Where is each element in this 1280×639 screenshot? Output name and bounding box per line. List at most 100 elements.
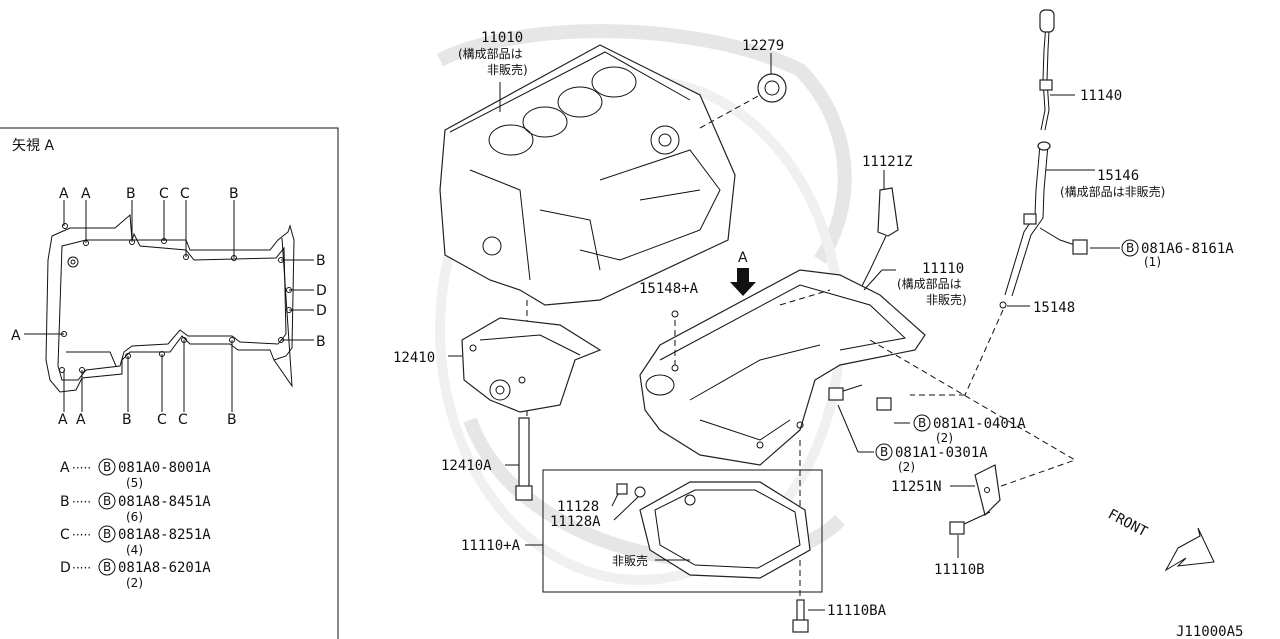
bolt-12410a bbox=[515, 417, 533, 501]
right-letter-4: B bbox=[316, 334, 326, 350]
svg-text:·····: ····· bbox=[72, 461, 91, 475]
seal-leader bbox=[699, 94, 761, 129]
top-letter-5: C bbox=[180, 186, 190, 202]
label-11010-note1: (構成部品は bbox=[458, 46, 523, 61]
svg-text:B: B bbox=[60, 494, 70, 510]
svg-text:·····: ····· bbox=[72, 495, 91, 509]
top-letter-6: B bbox=[229, 186, 239, 202]
upper-oil-pan bbox=[639, 269, 926, 466]
left-letter: A bbox=[11, 328, 21, 344]
pan-leader-top bbox=[779, 289, 831, 306]
legend-qty-c: (4) bbox=[126, 543, 143, 557]
label-11110-note2: 非販売) bbox=[926, 292, 967, 307]
label-11128: 11128 bbox=[557, 499, 599, 515]
svg-text:B: B bbox=[103, 494, 111, 508]
label-11010-note2: 非販売) bbox=[487, 62, 528, 77]
bolt-081a6 bbox=[1039, 227, 1088, 255]
bottom-letter-2: A bbox=[76, 412, 86, 428]
front-indicator bbox=[1164, 527, 1215, 572]
svg-text:B: B bbox=[103, 560, 111, 574]
label-11251n: 11251N bbox=[891, 479, 942, 495]
legend-row-b: B ····· B 081A8-8451A (6) bbox=[60, 492, 211, 524]
label-12279: 12279 bbox=[742, 38, 784, 54]
o-ring-15148 bbox=[999, 301, 1007, 309]
bolt-symbol-0401 bbox=[913, 414, 931, 432]
label-081a1-0401: 081A1-0401A bbox=[933, 416, 1026, 432]
svg-text:B: B bbox=[103, 527, 111, 541]
label-081a1-0301: 081A1-0301A bbox=[895, 445, 988, 461]
dipstick-guide bbox=[1004, 141, 1051, 297]
svg-text:C: C bbox=[60, 527, 70, 543]
label-11110a: 11110+A bbox=[461, 538, 521, 554]
label-12410a: 12410A bbox=[441, 458, 492, 474]
svg-text:·····: ····· bbox=[72, 528, 91, 542]
oil-pump bbox=[461, 317, 602, 413]
diagram-id: J11000A5 bbox=[1176, 624, 1243, 639]
legend-qty-d: (2) bbox=[126, 576, 143, 590]
top-letter-3: B bbox=[126, 186, 136, 202]
label-11121z: 11121Z bbox=[862, 154, 913, 170]
legend-row-d: D ····· B 081A8-6201A (2) bbox=[60, 558, 211, 590]
svg-text:B: B bbox=[103, 460, 111, 474]
oil-seal bbox=[757, 73, 787, 103]
label-15146: 15146 bbox=[1097, 168, 1139, 184]
bolt-symbol-081a6 bbox=[1121, 239, 1139, 257]
label-11110ba: 11110BA bbox=[827, 603, 887, 619]
svg-text:B: B bbox=[880, 445, 888, 459]
pan-bracket bbox=[66, 351, 117, 367]
label-11110: 11110 bbox=[922, 261, 964, 277]
drain-plug bbox=[616, 483, 646, 498]
bottom-letter-5: C bbox=[178, 412, 188, 428]
label-081a1-0301-qty: (2) bbox=[898, 460, 915, 474]
label-081a6: 081A6-8161A bbox=[1141, 241, 1234, 257]
legend-code-c: 081A8-8251A bbox=[118, 527, 211, 543]
legend-code-a: 081A0-8001A bbox=[118, 460, 211, 476]
bolt-11110ba bbox=[792, 599, 809, 633]
bottom-letter-4: C bbox=[157, 412, 167, 428]
label-11110b: 11110B bbox=[934, 562, 985, 578]
label-11140: 11140 bbox=[1080, 88, 1122, 104]
label-081a6-qty: (1) bbox=[1144, 255, 1161, 269]
label-11010: 11010 bbox=[481, 30, 523, 46]
pan-outline bbox=[45, 213, 295, 393]
inset-leaders bbox=[24, 200, 314, 412]
view-arrow-a bbox=[730, 268, 756, 296]
bolt-legend: A ····· B 081A0-8001A (5) B ····· B 081A… bbox=[60, 458, 211, 590]
top-letter-2: A bbox=[81, 186, 91, 202]
bolt-symbol-0301 bbox=[875, 443, 893, 461]
svg-text:B: B bbox=[1126, 241, 1134, 255]
callout-leaders bbox=[448, 53, 1120, 611]
bolt-081a1-0401 bbox=[876, 397, 892, 411]
legend-code-b: 081A8-8451A bbox=[118, 494, 211, 510]
sensor-11121z bbox=[859, 187, 899, 291]
oring-15148a bbox=[671, 310, 679, 318]
pan-inner-outline bbox=[57, 232, 287, 381]
bolt-11110b bbox=[949, 511, 991, 535]
bottom-letter-3: B bbox=[122, 412, 132, 428]
top-letter-1: A bbox=[59, 186, 69, 202]
label-front: FRONT bbox=[1105, 506, 1150, 540]
bolt-081a1-0301 bbox=[828, 384, 863, 401]
svg-text:D: D bbox=[60, 560, 71, 576]
inset-view-a: 矢視 A bbox=[0, 127, 339, 639]
legend-row-a: A ····· B 081A0-8001A (5) bbox=[60, 458, 211, 490]
cylinder-block bbox=[439, 44, 736, 306]
dipstick bbox=[1039, 9, 1055, 131]
bottom-letter-1: A bbox=[58, 412, 68, 428]
lower-oil-pan bbox=[639, 481, 811, 579]
label-not-sold: 非販売 bbox=[612, 553, 648, 568]
svg-text:B: B bbox=[918, 416, 926, 430]
inset-title: 矢視 A bbox=[12, 138, 54, 154]
oring-leader bbox=[964, 309, 1004, 396]
label-081a1-0401-qty: (2) bbox=[936, 431, 953, 445]
label-12410: 12410 bbox=[393, 350, 435, 366]
legend-qty-a: (5) bbox=[126, 476, 143, 490]
top-letter-4: C bbox=[159, 186, 169, 202]
label-11110-note1: (構成部品は bbox=[897, 276, 962, 291]
label-15148: 15148 bbox=[1033, 300, 1075, 316]
svg-text:A: A bbox=[60, 460, 70, 476]
legend-qty-b: (6) bbox=[126, 510, 143, 524]
right-letter-3: D bbox=[316, 303, 327, 319]
